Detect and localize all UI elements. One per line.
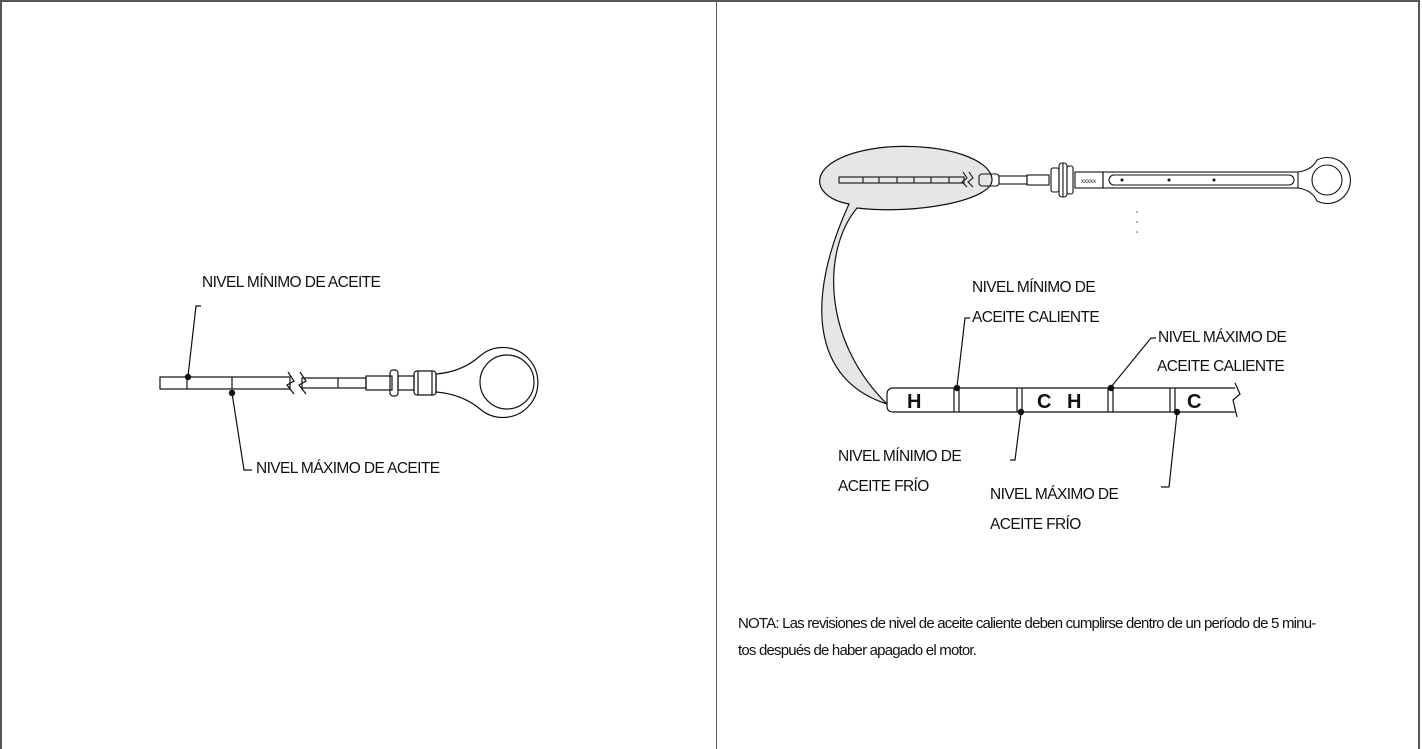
dipstick-ring	[435, 346, 539, 419]
max-hot-dot	[1107, 384, 1115, 392]
magnify-callout	[819, 145, 993, 405]
min-level-dot	[184, 373, 192, 381]
max-oil-label: NIVEL MÁXIMO DE ACEITE	[256, 460, 440, 477]
right-panel: xxxxx H C H C	[717, 0, 1422, 749]
min-hot-dot	[953, 384, 961, 392]
max-level-dot	[228, 389, 236, 397]
dual-level-dipstick-diagram: xxxxx H C H C	[819, 145, 1351, 488]
min-cold-dot	[1017, 408, 1025, 416]
enlarged-blade	[886, 317, 1241, 488]
simple-dipstick-diagram	[159, 305, 539, 471]
max-cold-label-line2: ACEITE FRÍO	[990, 516, 1081, 533]
max-cold-dot	[1173, 408, 1181, 416]
max-hot-label-line2: ACEITE CALIENTE	[1157, 358, 1285, 375]
mark-c-2: C	[1187, 391, 1201, 413]
svg-text:xxxxx: xxxxx	[1081, 179, 1096, 185]
max-cold-label-line1: NIVEL MÁXIMO DE	[990, 486, 1119, 503]
note-text: NOTA: Las revisiones de nivel de aceite …	[738, 610, 1378, 664]
mark-c-1: C	[1037, 391, 1051, 413]
panel-divider	[716, 0, 717, 749]
dipstick-blade	[159, 376, 291, 390]
min-oil-label: NIVEL MÍNIMO DE ACEITE	[202, 274, 381, 291]
note-line-2: tos después de haber apagado el motor.	[738, 642, 977, 659]
left-panel: NIVEL MÍNIMO DE ACEITE NIVEL MÁXIMO DE A…	[159, 274, 539, 477]
min-cold-label-line1: NIVEL MÍNIMO DE	[838, 448, 962, 465]
max-hot-label-line1: NIVEL MÁXIMO DE	[1158, 329, 1287, 346]
min-hot-label-line1: NIVEL MÍNIMO DE	[972, 279, 1096, 296]
note-line-1: NOTA: Las revisiones de nivel de aceite …	[738, 615, 1316, 632]
mark-h-1: H	[907, 391, 921, 413]
mark-h-2: H	[1067, 391, 1081, 413]
min-cold-label-line2: ACEITE FRÍO	[838, 478, 929, 495]
min-hot-label-line2: ACEITE CALIENTE	[972, 309, 1100, 326]
